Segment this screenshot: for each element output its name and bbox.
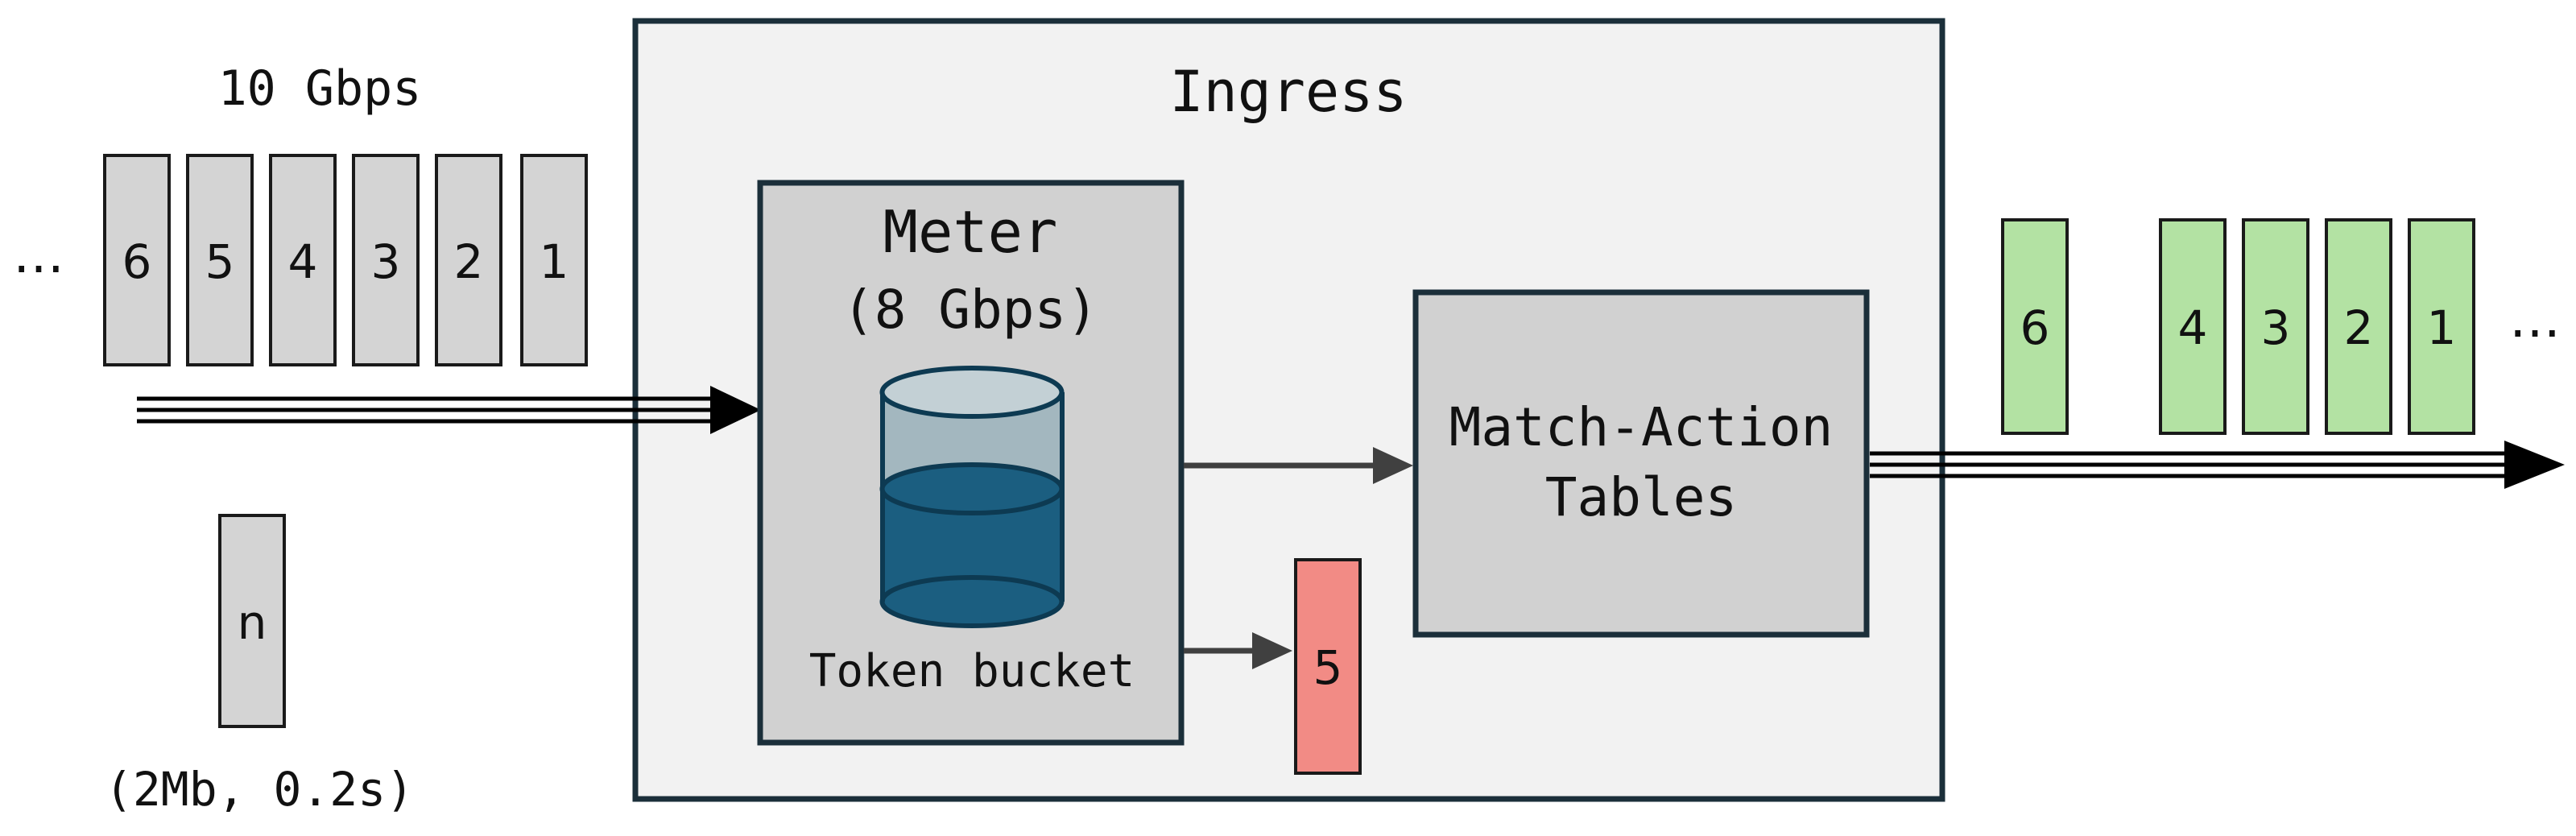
meter-title: Meter (883, 198, 1058, 266)
output-packet: 3 (2242, 218, 2309, 435)
input-packet: 6 (103, 154, 171, 366)
output-packets: 6 4 3 2 1 (2001, 218, 2475, 435)
meter-rate: (8 Gbps) (842, 279, 1098, 341)
match-action-line1: Match-Action (1449, 396, 1834, 458)
dropped-packet: 5 (1294, 558, 1362, 775)
match-action-box (1412, 289, 1870, 638)
input-packet-label: 2 (454, 234, 484, 289)
token-bucket-label: Token bucket (809, 645, 1135, 697)
input-packets: 6 5 4 3 2 1 (103, 154, 588, 366)
input-packet: 4 (269, 154, 337, 366)
input-packet-label: 6 (122, 234, 152, 289)
output-ellipsis: … (2509, 290, 2561, 350)
output-packet: 1 (2408, 218, 2475, 435)
dropped-packet-label: 5 (1313, 640, 1343, 695)
input-packet: 3 (352, 154, 420, 366)
sample-packet: n (218, 514, 286, 728)
output-packet-label: 2 (2344, 300, 2374, 355)
input-packet-label: 5 (205, 234, 235, 289)
output-packet: 4 (2159, 218, 2227, 435)
output-packet: 6 (2001, 218, 2069, 435)
input-flow-arrow (137, 386, 761, 434)
output-packet-label: 1 (2427, 300, 2457, 355)
meter-to-tables-arrow (1184, 447, 1413, 484)
ingress-title: Ingress (1169, 59, 1407, 125)
sample-packet-label: n (238, 595, 267, 650)
output-packet-label: 3 (2261, 300, 2291, 355)
sample-packet-params: (2Mb, 0.2s) (105, 762, 414, 817)
match-action-line2: Tables (1545, 466, 1737, 528)
input-packet: 2 (435, 154, 502, 366)
input-ellipsis: … (13, 226, 64, 285)
input-packet-label: 4 (288, 234, 318, 289)
token-bucket-icon (879, 366, 1065, 628)
meter-to-drop-arrow (1184, 632, 1292, 669)
input-packet-label: 1 (540, 234, 569, 289)
input-packet-label: 3 (371, 234, 401, 289)
input-packet: 5 (186, 154, 254, 366)
input-rate-label: 10 Gbps (218, 60, 422, 117)
output-packet-label: 4 (2178, 300, 2208, 355)
output-packet: 2 (2325, 218, 2392, 435)
input-packet: 1 (520, 154, 588, 366)
output-flow-arrow (1870, 441, 2565, 489)
output-packet-label: 6 (2020, 300, 2050, 355)
